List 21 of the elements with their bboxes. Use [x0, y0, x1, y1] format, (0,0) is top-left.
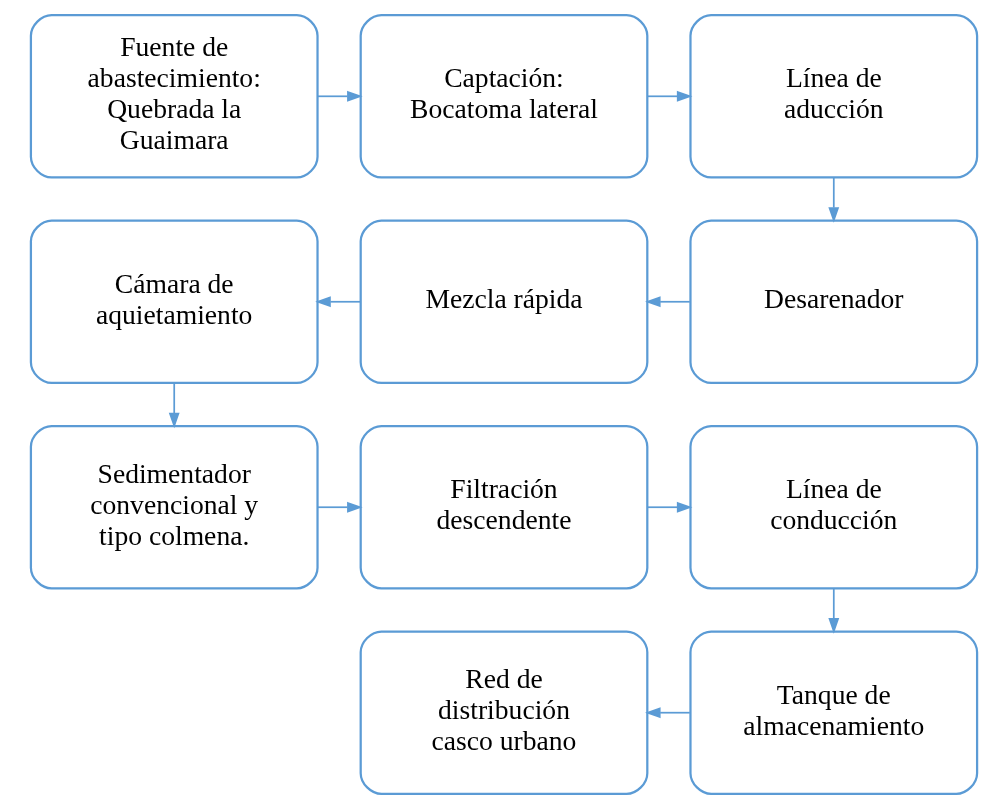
arrow	[646, 90, 693, 102]
arrow	[645, 296, 691, 308]
arrow	[645, 707, 691, 719]
node-box: Captación: Bocatoma lateral	[359, 14, 649, 179]
arrow	[828, 177, 840, 223]
arrow	[317, 90, 363, 102]
node-box: Desarenador	[689, 219, 979, 385]
arrow	[317, 501, 363, 513]
node-box: Sedimentador convencional y tipo colmena.	[29, 424, 319, 590]
node-box: Filtración descendente	[359, 424, 649, 590]
node-box: Tanque de almacenamiento	[689, 630, 979, 795]
arrow	[646, 501, 693, 513]
arrow	[828, 587, 840, 634]
node-box: Red de distribución casco urbano	[359, 630, 649, 795]
arrow	[168, 382, 180, 429]
arrow	[315, 296, 361, 308]
node-box: Línea de conducción	[689, 424, 979, 590]
node-box: Mezcla rápida	[359, 219, 649, 385]
node-box: Cámara de aquietamiento	[29, 219, 319, 385]
node-box: Línea de aducción	[689, 14, 979, 179]
node-box: Fuente de abastecimiento: Quebrada la Guaimara	[29, 14, 319, 179]
